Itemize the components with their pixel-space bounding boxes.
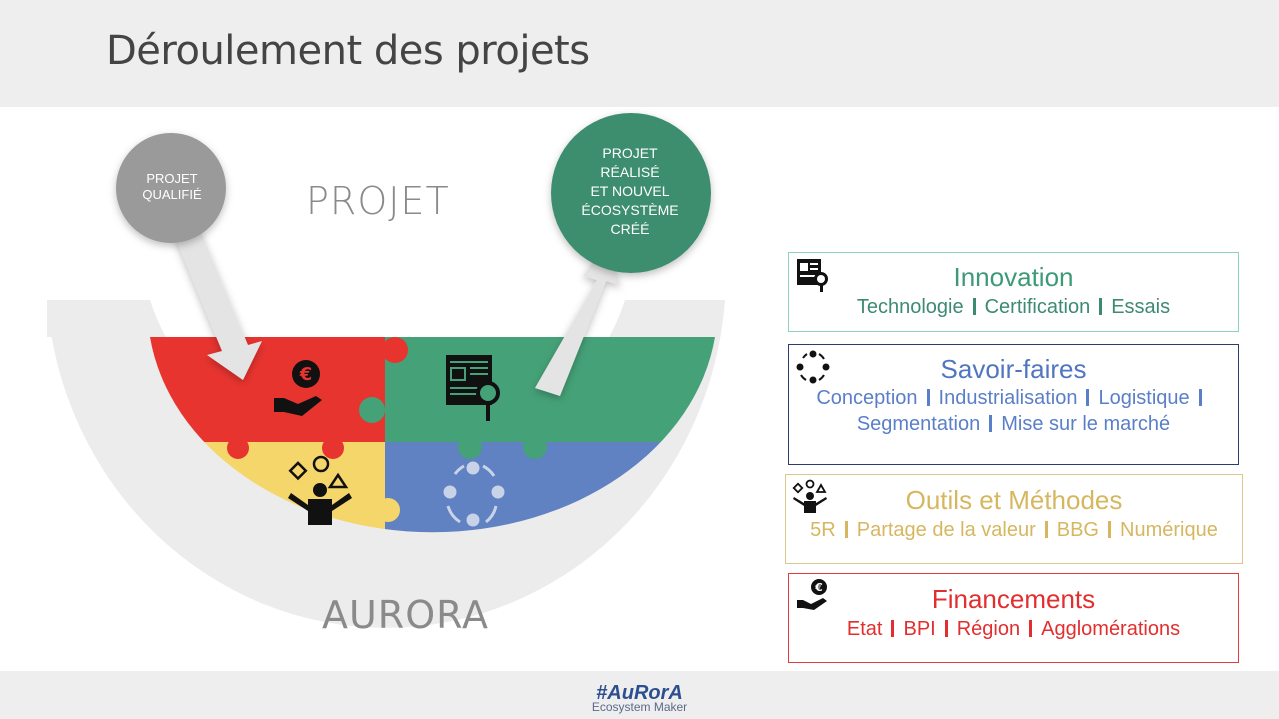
header-bar: Déroulement des projets [0,0,1279,107]
diagram-graphic: € [47,113,725,628]
project-diagram: € [0,107,760,671]
people-cycle-icon [796,350,830,384]
euro-hand-icon: € [797,579,827,610]
qualified-circle [116,133,226,243]
document-search-icon [446,355,500,421]
aurora-label: AURORA [322,593,489,637]
svg-text:€: € [299,364,313,385]
juggling-person-icon [792,479,827,513]
arrow-out [535,245,620,396]
arrow-in [175,230,262,380]
euro-hand-icon: € [274,360,322,416]
svg-text:€: € [814,581,823,594]
innovation-title: Innovation [953,262,1074,292]
outils-methodes-title: Outils et Méthodes [905,485,1123,515]
footer-subtitle: Ecosystem Maker [591,700,688,714]
juggling-person-icon [288,455,352,525]
footer-hashtag: #AuRorA [596,682,683,704]
people-cycle-icon [443,461,505,527]
projet-label: PROJET [306,179,450,223]
savoir-faires-title: Savoir-faires [940,354,1087,384]
financements-title: Financements [931,584,1096,614]
page-title: Déroulement des projets [106,28,590,74]
qualified-circle-text: PROJET QUALIFIÉ [142,171,202,202]
realized-circle [551,113,711,273]
document-search-icon [797,259,828,292]
realized-circle-text: PROJET RÉALISÉ ET NOUVEL ÉCOSYSTÈME CRÉÉ [581,145,679,237]
footer-bar: #AuRorA Ecosystem Maker [0,671,1279,719]
